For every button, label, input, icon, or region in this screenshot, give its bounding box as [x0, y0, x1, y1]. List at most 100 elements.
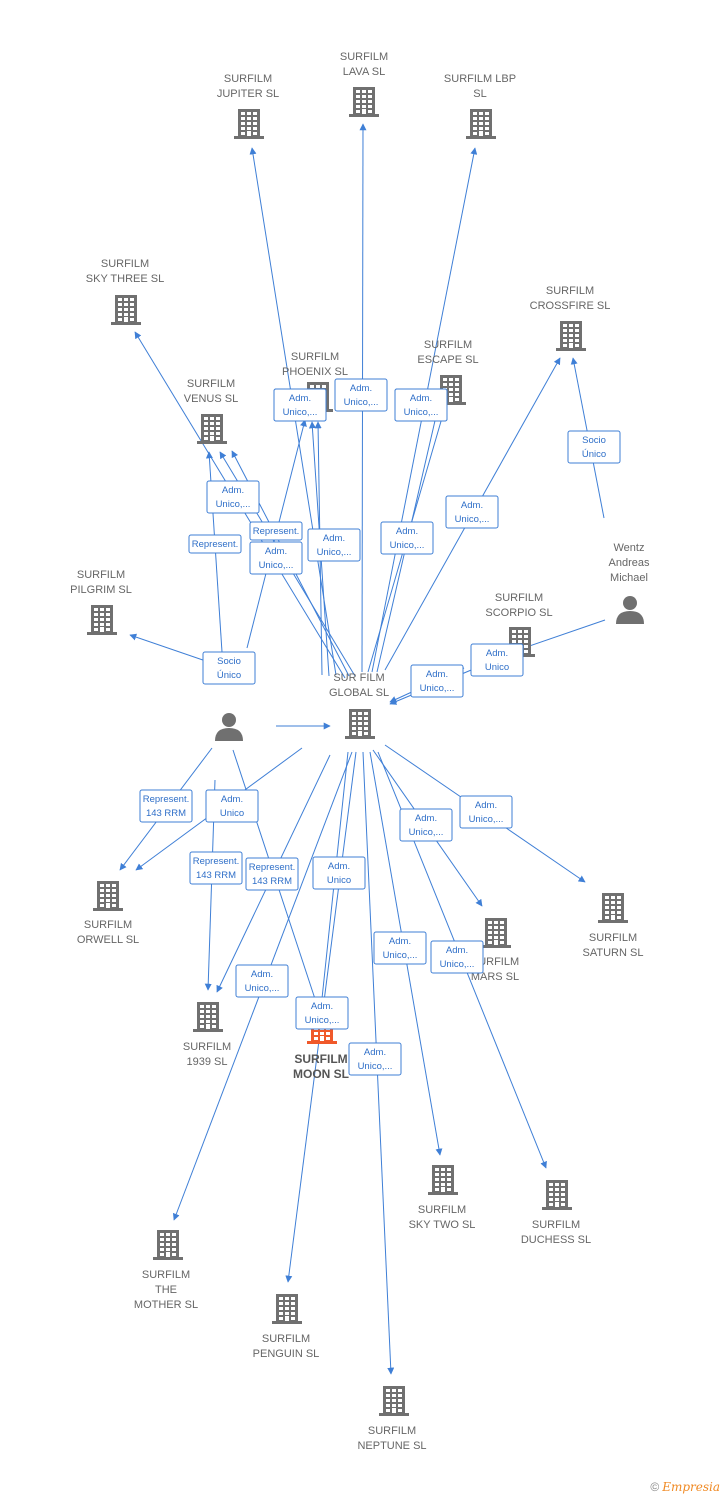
edge-label-box — [307, 528, 361, 562]
edge-label-box — [139, 789, 193, 823]
edge-label[interactable]: Adm.Unico,... — [394, 388, 448, 422]
edge-label-box — [249, 521, 303, 541]
edge-label-text: Adm. — [350, 383, 372, 394]
edge-label[interactable]: Adm.Unico,... — [307, 528, 361, 562]
edge-label[interactable]: Adm.Unico — [470, 643, 524, 677]
building-icon — [153, 1230, 183, 1260]
node-label: JUPITER SL — [217, 88, 279, 100]
edge-label[interactable]: Represent. — [188, 534, 242, 554]
node-label: Wentz — [614, 542, 645, 554]
edge-label[interactable]: Adm.Unico — [205, 789, 259, 823]
edge-label-box — [410, 664, 464, 698]
brand-logo[interactable]: Empresia — [662, 1480, 720, 1494]
edge-label-text: Socio — [582, 435, 606, 446]
node-jupiter[interactable]: SURFILM JUPITER SL — [217, 73, 279, 139]
edge-label-text: Adm. — [364, 1047, 386, 1058]
edge-label-text: Unico,... — [469, 814, 504, 825]
edge-label-text: Único — [582, 449, 606, 460]
edge-label[interactable]: Adm.Unico,... — [206, 480, 260, 514]
edge-label[interactable]: Adm.Unico,... — [459, 795, 513, 829]
edge-label[interactable]: Adm.Unico,... — [380, 521, 434, 555]
edge-label[interactable]: Adm.Unico,... — [334, 378, 388, 412]
edge-label[interactable]: Adm.Unico,... — [410, 664, 464, 698]
edge-label[interactable]: Adm.Unico,... — [373, 931, 427, 965]
edge-label-text: Unico,... — [383, 950, 418, 961]
node-label: MARS SL — [471, 971, 519, 983]
edge-label-text: Adm. — [461, 500, 483, 511]
edge-label[interactable]: Represent. — [249, 521, 303, 541]
edge-label-box — [205, 789, 259, 823]
node-label: ESCAPE SL — [417, 354, 478, 366]
node-label: SATURN SL — [583, 947, 644, 959]
building-icon — [93, 881, 123, 911]
edge-label-text: Adm. — [221, 794, 243, 805]
node-label: VENUS SL — [184, 393, 238, 405]
node-label: SURFILM — [187, 378, 235, 390]
edge-label[interactable]: Adm.Unico,... — [445, 495, 499, 529]
edge-label[interactable]: Adm.Unico,... — [430, 940, 484, 974]
edge-label-text: Represent. — [192, 539, 238, 550]
edge-label-text: Adm. — [251, 969, 273, 980]
building-icon — [349, 87, 379, 117]
node-label: SURFILM — [224, 73, 272, 85]
edge-label[interactable]: Adm.Unico,... — [249, 541, 303, 575]
node-label: 1939 SL — [187, 1056, 228, 1068]
building-icon — [556, 321, 586, 351]
edge-label[interactable]: Adm.Unico,... — [348, 1042, 402, 1076]
edge-label[interactable]: Represent.143 RRM — [139, 789, 193, 823]
edge-label-text: Unico,... — [245, 983, 280, 994]
edge-label-text: Adm. — [265, 546, 287, 557]
edge-label-text: Unico,... — [305, 1015, 340, 1026]
edge-label-box — [206, 480, 260, 514]
building-icon — [111, 295, 141, 325]
edge-label-box — [312, 856, 366, 890]
node-label: SURFILM — [142, 1269, 190, 1281]
node-venus[interactable]: SURFILM VENUS SL — [184, 378, 238, 444]
node-label: NEPTUNE SL — [357, 1440, 426, 1452]
person-icon — [616, 596, 644, 624]
edge-label-text: Unico,... — [404, 407, 439, 418]
building-icon — [193, 1002, 223, 1032]
edge-label[interactable]: Adm.Unico,... — [295, 996, 349, 1030]
edge-label-box — [430, 940, 484, 974]
node-label: SURFILM — [294, 1052, 347, 1066]
edge-label-text: Único — [217, 670, 241, 681]
edge-label-box — [188, 534, 242, 554]
building-icon — [272, 1294, 302, 1324]
node-label: SURFILM — [495, 592, 543, 604]
node-label: PILGRIM SL — [70, 584, 132, 596]
edge-label[interactable]: Adm. Unico,... — [235, 964, 289, 998]
edge-label-text: Adm. — [328, 861, 350, 872]
node-label: SCORPIO SL — [485, 607, 552, 619]
building-icon — [379, 1386, 409, 1416]
edge-label[interactable]: Represent.143 RRM — [189, 851, 243, 885]
edge-label[interactable]: Adm.Unico,... — [399, 808, 453, 842]
building-icon — [542, 1180, 572, 1210]
building-icon — [345, 709, 375, 739]
edge-label-text: Unico,... — [283, 407, 318, 418]
edge-label-text: Represent. — [249, 862, 295, 873]
edge-label[interactable]: Represent.143 RRM — [245, 857, 299, 891]
edge-label[interactable]: Adm.Unico — [312, 856, 366, 890]
edge-label-box — [202, 651, 256, 685]
node-label: SURFILM — [424, 339, 472, 351]
edge-label[interactable]: Adm.Unico,... — [273, 388, 327, 422]
